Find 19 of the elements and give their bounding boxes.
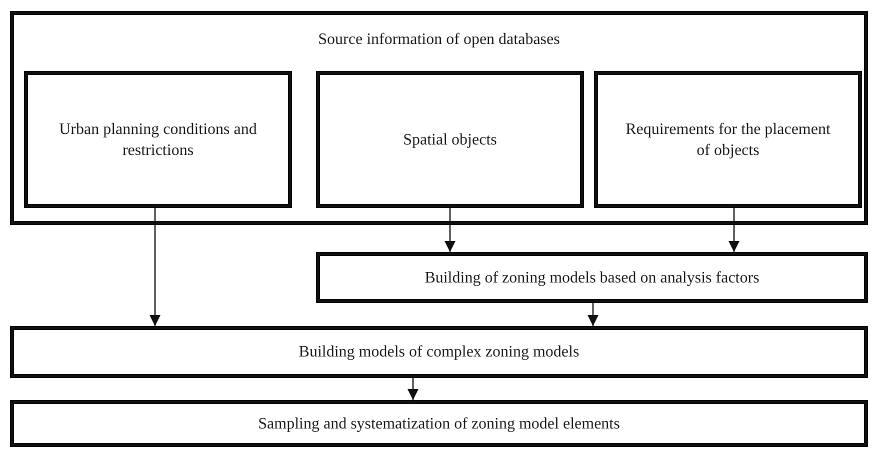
box-label: Sampling and systematization of zoning model elements — [257, 414, 621, 434]
group-box — [10, 11, 868, 225]
process-box — [594, 71, 862, 208]
arrow — [408, 378, 418, 400]
arrow — [588, 303, 598, 326]
box-label: Spatial objects — [402, 130, 498, 150]
arrow — [728, 208, 740, 252]
process-box — [10, 326, 868, 378]
process-box — [10, 400, 868, 447]
box-label: Requirements for the placement of objects — [624, 120, 832, 160]
box-label: Building of zoning models based on analysis factors — [424, 268, 760, 288]
process-box — [316, 252, 868, 303]
box-label: Building models of complex zoning models — [298, 342, 580, 362]
process-box — [316, 71, 584, 208]
arrow — [150, 208, 160, 326]
box-label: Urban planning conditions and restrictions — [58, 120, 258, 160]
arrow — [444, 208, 456, 252]
process-box — [24, 71, 292, 208]
box-label: Source information of open databases — [317, 30, 561, 50]
